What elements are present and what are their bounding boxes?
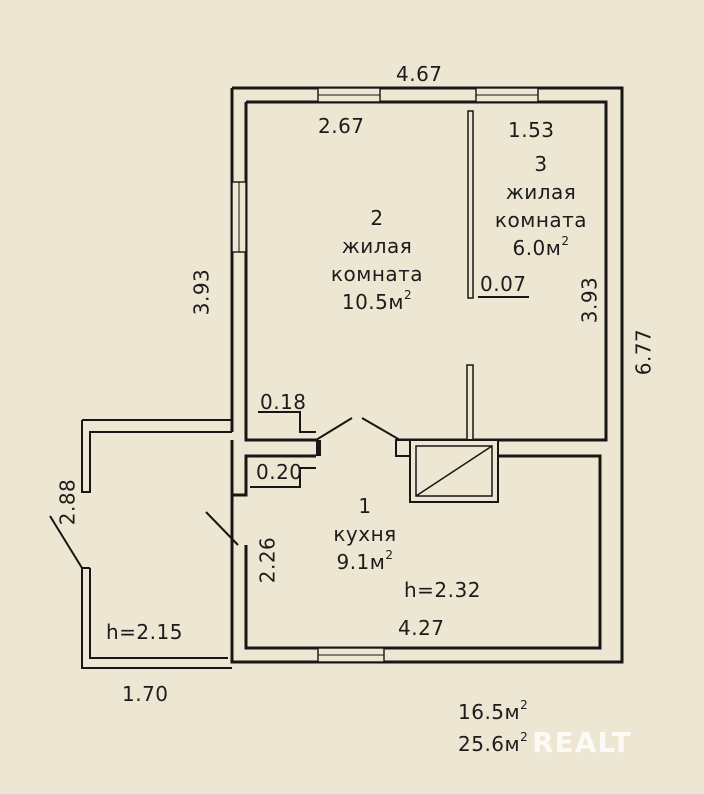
dim-top-right: 1.53: [508, 118, 555, 142]
dim-porch-height: 2.88: [55, 478, 80, 526]
dim-kitchen-width: 4.27: [398, 616, 445, 640]
dim-partition: 0.07: [478, 272, 529, 298]
dim-right-total: 6.77: [631, 328, 656, 376]
dim-top-left: 2.67: [318, 114, 365, 138]
porch-walls: [81, 419, 232, 669]
room-1-name: кухня: [333, 522, 397, 546]
dimension-leaders: [250, 411, 316, 488]
watermark-logo: REALT: [532, 726, 632, 759]
partition-wall: [466, 110, 474, 442]
dim-left-room2: 3.93: [189, 268, 214, 316]
room-2-area: 10.5м2: [341, 288, 413, 314]
dim-door-bottom: 0.20: [256, 460, 303, 484]
room-1-number: 1: [358, 494, 372, 518]
dim-kitchen-height: 2.26: [255, 536, 280, 584]
room-3-number: 3: [534, 152, 548, 176]
room-3-name-line2: комната: [494, 208, 588, 232]
dim-right-room3: 3.93: [577, 276, 602, 324]
room-2-name-line1: жилая: [341, 234, 413, 258]
room-2-number: 2: [370, 206, 384, 230]
room-2-label: 2 жилая комната 10.5м2: [312, 204, 442, 316]
room-1-area: 9.1м2: [336, 548, 394, 574]
room-3-name-line1: жилая: [505, 180, 577, 204]
room-3-label: 3 жилая комната 6.0м2: [476, 150, 606, 262]
porch-ceiling-height: h=2.15: [106, 620, 183, 644]
kitchen-ceiling-height: h=2.32: [404, 578, 481, 602]
room-2-name-line2: комната: [330, 262, 424, 286]
total-area-living: 16.5м2: [458, 698, 529, 724]
room-1-label: 1 кухня 9.1м2: [300, 492, 430, 576]
dim-door-top: 0.18: [260, 390, 307, 414]
dim-top-total: 4.67: [396, 62, 443, 86]
windows: [231, 87, 539, 663]
room-3-area: 6.0м2: [512, 234, 570, 260]
total-area-overall: 25.6м2: [458, 730, 529, 756]
dim-porch-width: 1.70: [122, 682, 169, 706]
stove: [409, 439, 499, 503]
